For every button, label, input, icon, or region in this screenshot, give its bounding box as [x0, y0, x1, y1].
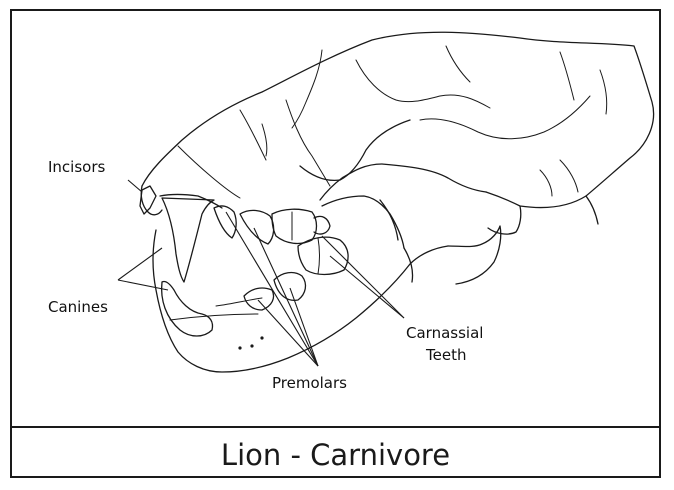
label-carnassial-line1: Carnassial	[406, 324, 483, 342]
label-premolars: Premolars	[272, 374, 347, 392]
label-canines: Canines	[48, 298, 108, 316]
label-carnassial-line2: Teeth	[425, 346, 466, 364]
teeth-drawing	[162, 198, 348, 336]
label-incisors: Incisors	[48, 158, 106, 176]
skull-drawing	[140, 32, 654, 372]
